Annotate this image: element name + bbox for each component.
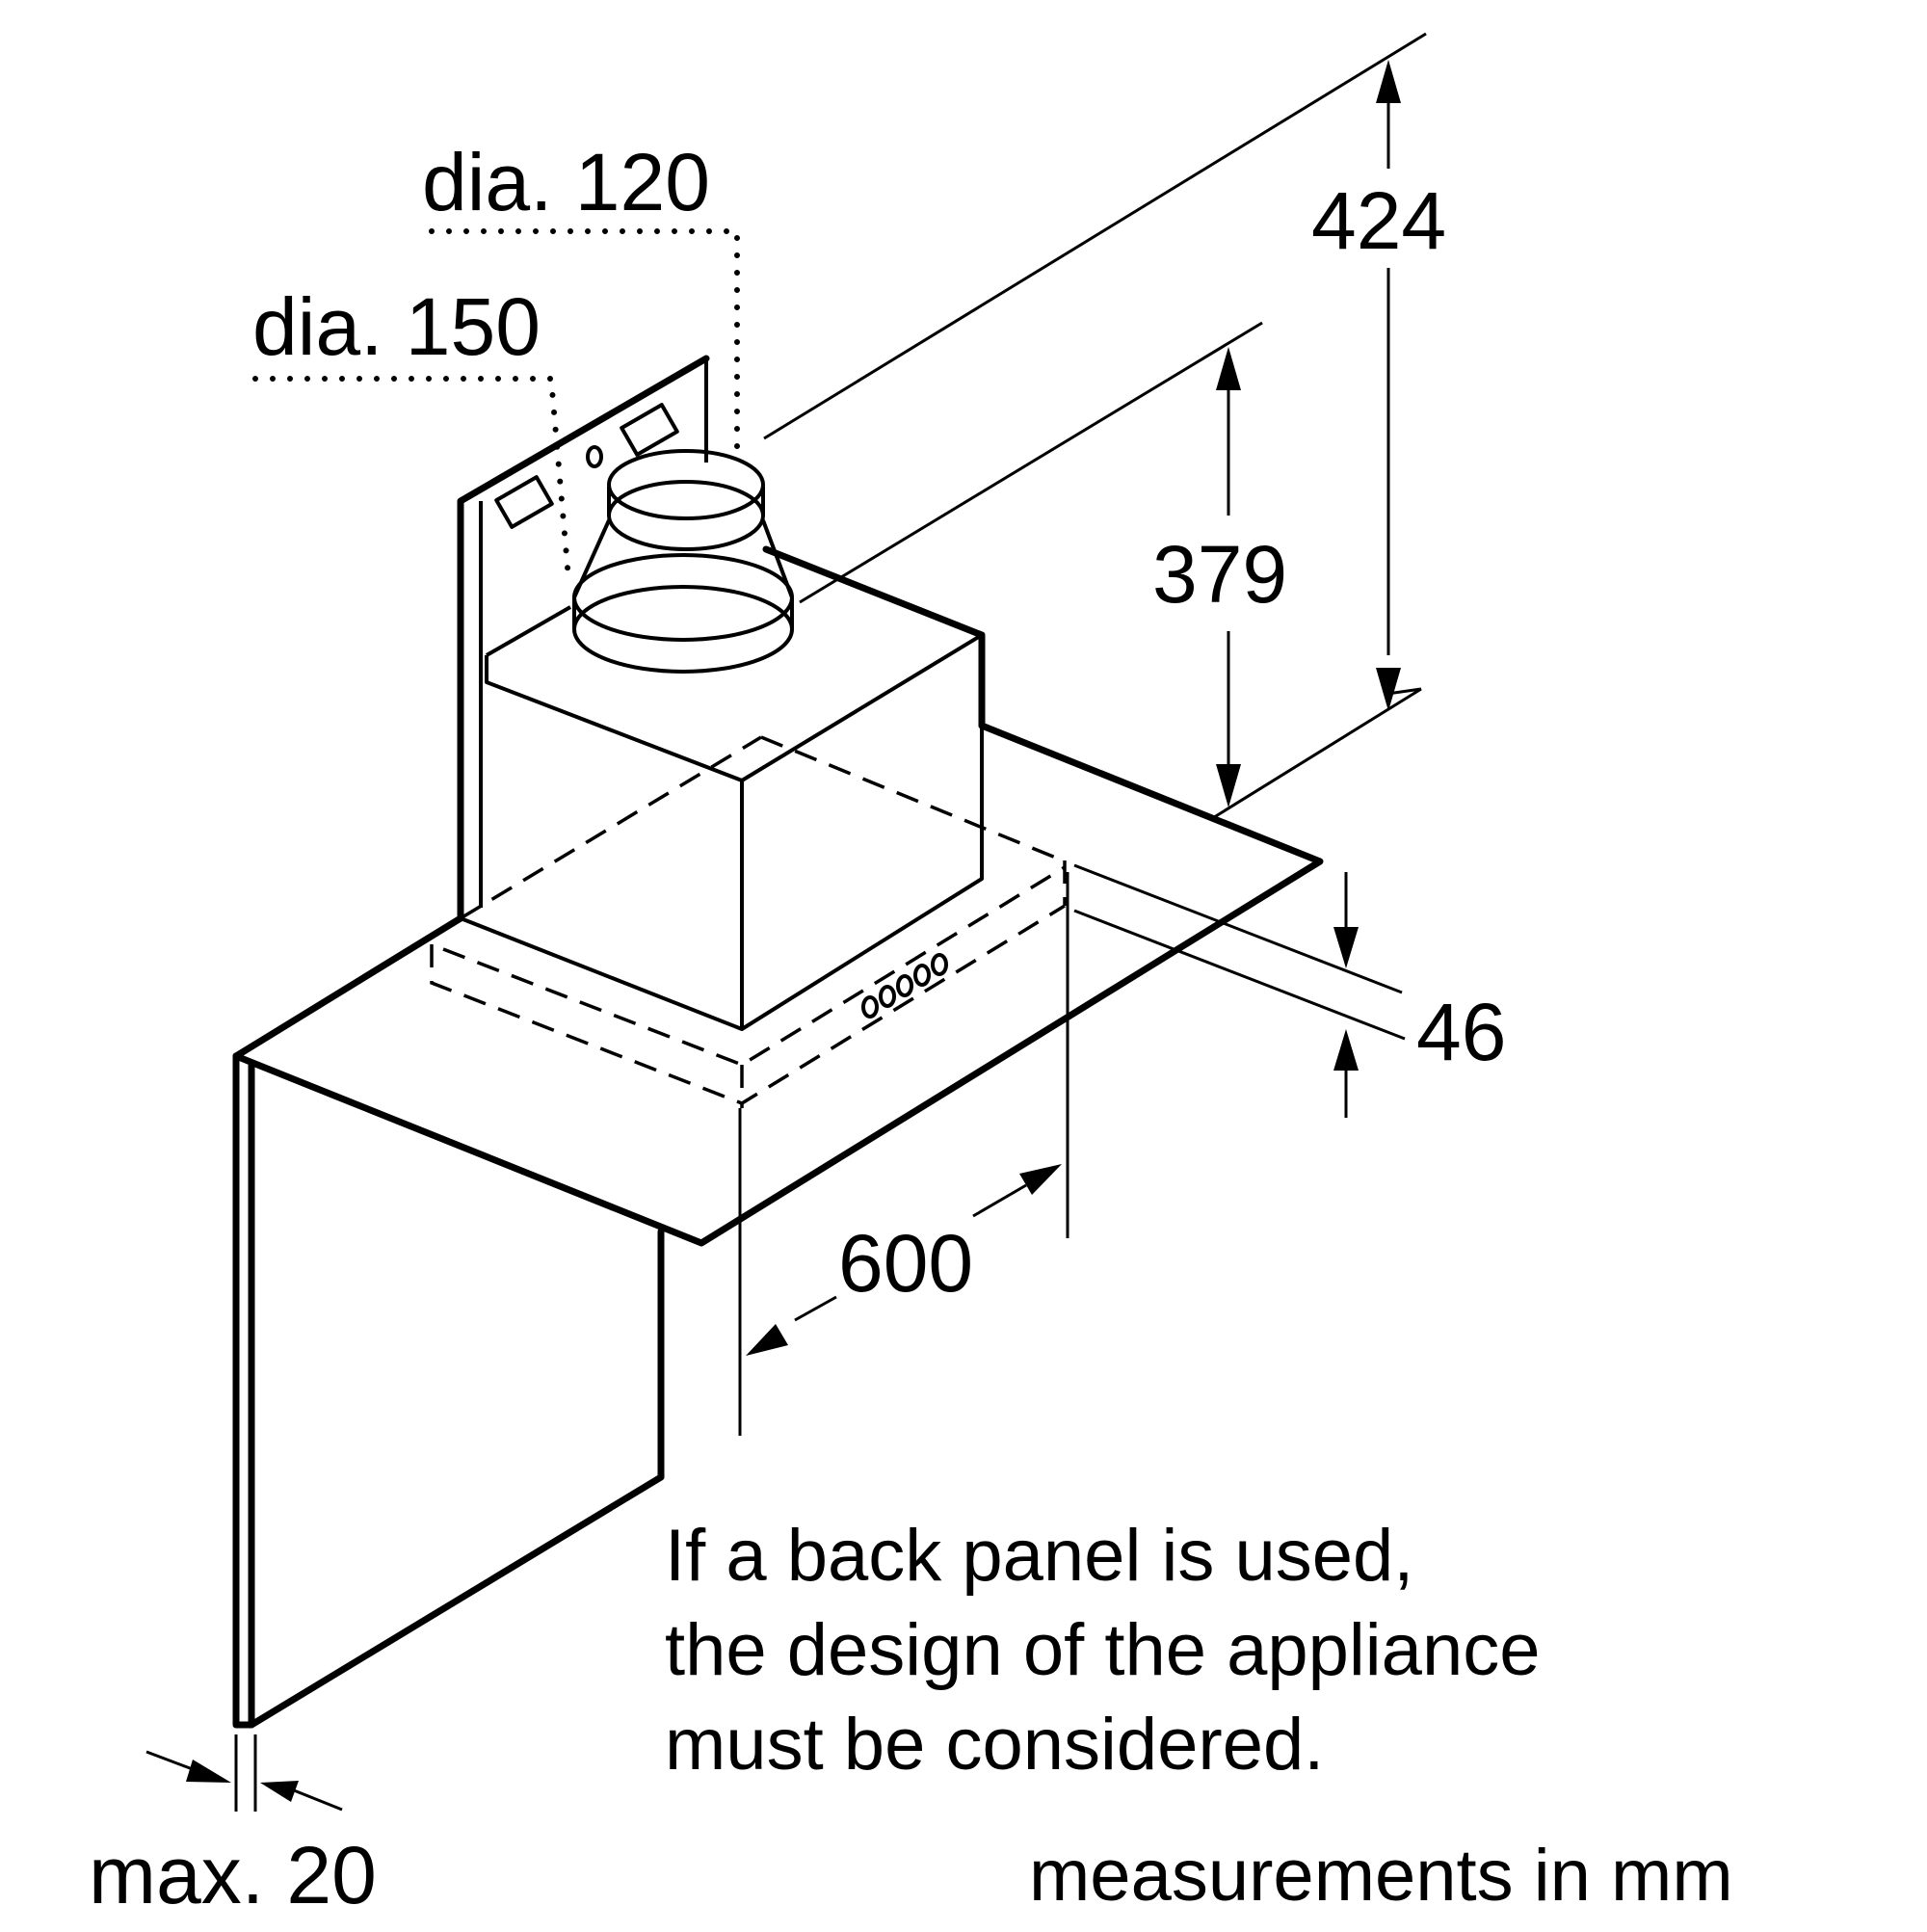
side-panel: [232, 1052, 665, 1729]
dimension-379-label: 379: [1152, 529, 1287, 620]
dimension-600-label: 600: [838, 1218, 973, 1309]
note-line-3: must be considered.: [665, 1704, 1324, 1786]
dimension-424: [763, 32, 1427, 711]
max-20-label: max. 20: [89, 1830, 377, 1920]
dimension-424-label: 424: [1311, 175, 1446, 266]
diameter-leaders: [252, 228, 740, 581]
dimension-46: [1073, 863, 1406, 1118]
units-caption: measurements in mm: [1029, 1835, 1733, 1917]
dimension-600: [738, 872, 1069, 1436]
back-panel-note: If a back panel is used, the design of t…: [665, 1515, 1540, 1786]
note-line-2: the design of the appliance: [665, 1609, 1540, 1691]
control-buttons: [861, 953, 948, 1019]
hood-body: [457, 355, 984, 1031]
dimension-379: [799, 321, 1422, 821]
dimension-max-20: [145, 1734, 343, 1812]
dia-150-label: dia. 150: [252, 281, 541, 372]
visor-hidden-lines: [430, 735, 1067, 1108]
note-line-1: If a back panel is used,: [665, 1515, 1413, 1597]
dimension-46-label: 46: [1416, 987, 1506, 1077]
exhaust-adapter: [572, 449, 794, 674]
dia-120-label: dia. 120: [422, 137, 710, 227]
